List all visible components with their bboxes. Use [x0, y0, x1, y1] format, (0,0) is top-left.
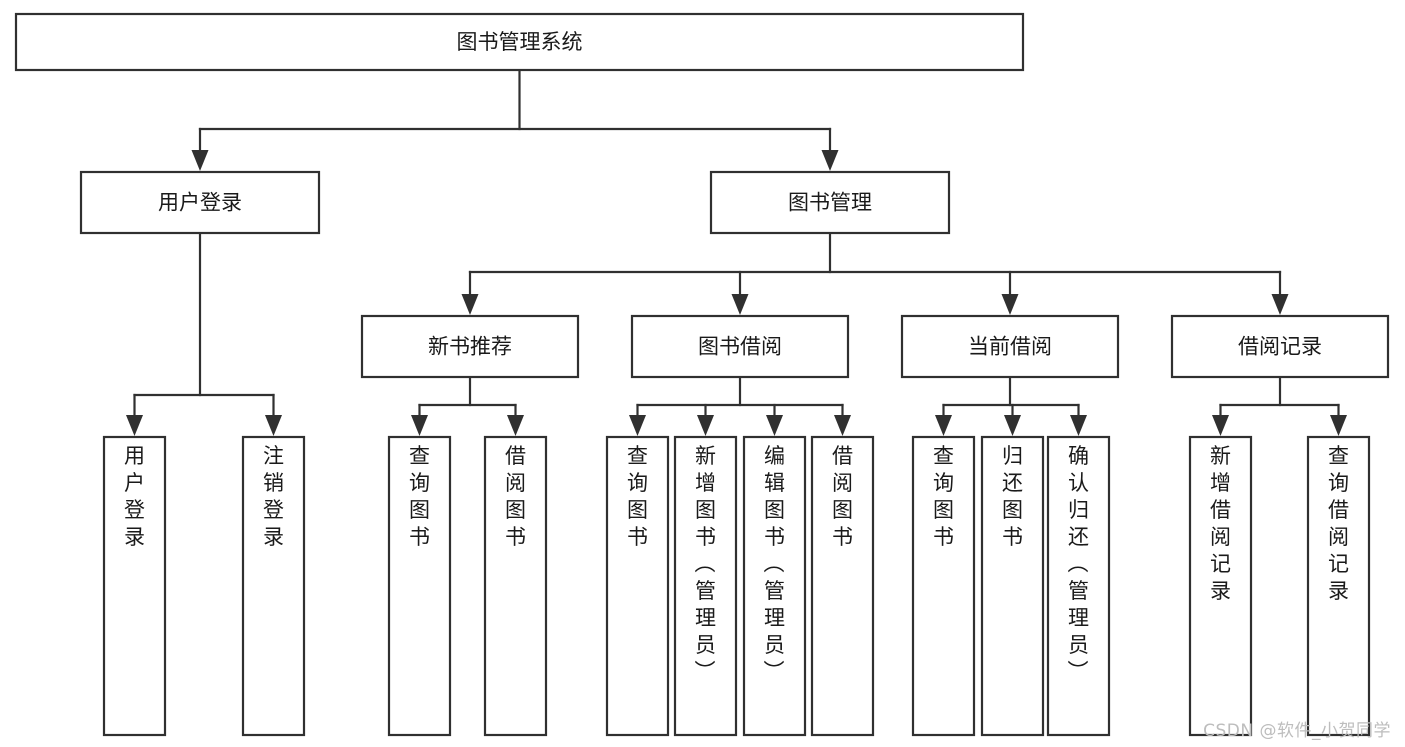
node-borrow[interactable]: 图书借阅: [630, 314, 850, 379]
node-label: 图书借阅: [698, 335, 782, 359]
node-label: 编辑图书（管理员）: [764, 444, 786, 684]
node-box[interactable]: [742, 435, 807, 737]
connector-group: [411, 375, 524, 436]
node-b2[interactable]: 新增图书（管理员）: [673, 435, 738, 737]
node-box[interactable]: [1188, 435, 1253, 737]
node-login[interactable]: 用户登录: [79, 170, 321, 235]
connector-group: [191, 68, 839, 171]
node-label: 查询图书: [627, 444, 648, 549]
node-label: 新增图书（管理员）: [695, 444, 717, 684]
node-c2[interactable]: 归还图书: [980, 435, 1045, 737]
node-label: 查询图书: [933, 444, 954, 549]
node-box[interactable]: [630, 314, 850, 379]
connector-group: [629, 375, 851, 436]
node-layer: 图书管理系统用户登录图书管理新书推荐图书借阅当前借阅借阅记录用户登录注销登录查询…: [14, 12, 1390, 737]
node-r1[interactable]: 新增借阅记录: [1188, 435, 1253, 737]
node-box[interactable]: [709, 170, 951, 235]
node-box[interactable]: [980, 435, 1045, 737]
node-box[interactable]: [241, 435, 306, 737]
node-box[interactable]: [810, 435, 875, 737]
node-box[interactable]: [14, 12, 1025, 72]
node-label: 图书管理: [788, 191, 872, 215]
node-label: 新增借阅记录: [1210, 444, 1231, 603]
node-label: 用户登录: [158, 191, 242, 215]
node-box[interactable]: [102, 435, 167, 737]
node-box[interactable]: [673, 435, 738, 737]
node-n1[interactable]: 查询图书: [387, 435, 452, 737]
node-newbook[interactable]: 新书推荐: [360, 314, 580, 379]
node-bookmgmt[interactable]: 图书管理: [709, 170, 951, 235]
node-label: 归还图书: [1002, 444, 1023, 549]
node-label: 借阅记录: [1238, 335, 1322, 359]
node-label: 查询图书: [409, 444, 430, 549]
node-n2[interactable]: 借阅图书: [483, 435, 548, 737]
node-box[interactable]: [911, 435, 976, 737]
node-b3[interactable]: 编辑图书（管理员）: [742, 435, 807, 737]
node-label: 新书推荐: [428, 335, 512, 359]
node-label: 用户登录: [124, 444, 145, 549]
node-label: 图书管理系统: [457, 30, 583, 54]
node-l2[interactable]: 注销登录: [241, 435, 306, 737]
node-label: 借阅图书: [832, 444, 853, 549]
connector-group: [126, 231, 282, 436]
node-label: 当前借阅: [968, 335, 1052, 359]
connector-group: [1212, 375, 1347, 436]
node-b4[interactable]: 借阅图书: [810, 435, 875, 737]
connector-group: [935, 375, 1087, 436]
node-root[interactable]: 图书管理系统: [14, 12, 1025, 72]
node-label: 查询借阅记录: [1328, 444, 1349, 603]
node-l1[interactable]: 用户登录: [102, 435, 167, 737]
node-box[interactable]: [900, 314, 1120, 379]
node-c1[interactable]: 查询图书: [911, 435, 976, 737]
node-box[interactable]: [605, 435, 670, 737]
node-current[interactable]: 当前借阅: [900, 314, 1120, 379]
connector-layer: [126, 68, 1347, 436]
node-records[interactable]: 借阅记录: [1170, 314, 1390, 379]
node-c3[interactable]: 确认归还（管理员）: [1046, 435, 1111, 737]
node-box[interactable]: [1170, 314, 1390, 379]
node-box[interactable]: [1306, 435, 1371, 737]
node-box[interactable]: [79, 170, 321, 235]
node-label: 注销登录: [263, 444, 284, 549]
node-box[interactable]: [360, 314, 580, 379]
node-box[interactable]: [1046, 435, 1111, 737]
node-label: 确认归还（管理员）: [1068, 444, 1090, 684]
node-box[interactable]: [483, 435, 548, 737]
connector-group: [461, 231, 1289, 315]
node-label: 借阅图书: [505, 444, 526, 549]
node-b1[interactable]: 查询图书: [605, 435, 670, 737]
node-box[interactable]: [387, 435, 452, 737]
node-r2[interactable]: 查询借阅记录: [1306, 435, 1371, 737]
